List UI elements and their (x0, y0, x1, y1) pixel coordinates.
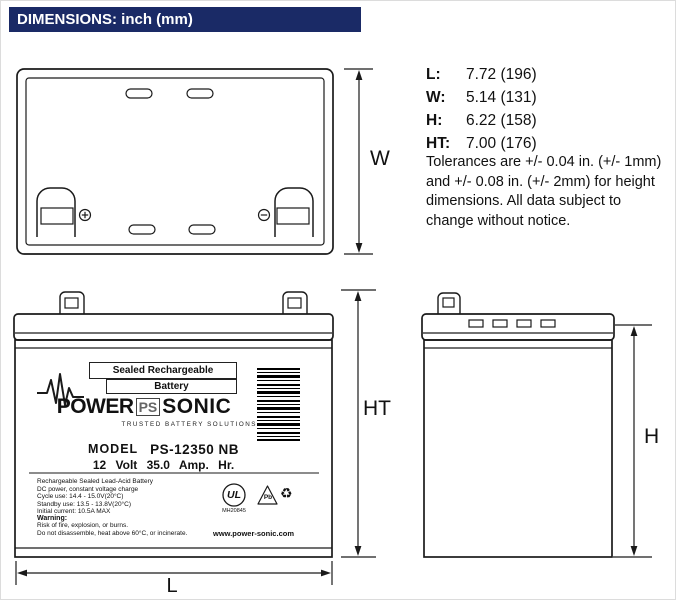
ul-mark-icon (222, 483, 246, 507)
pulse-waveform-icon (37, 373, 84, 406)
recycle-icon: ♻ (280, 485, 293, 501)
label-warning: Warning: Risk of fire, explosion, or bur… (37, 515, 187, 537)
warning-line: Do not disassemble, heat above 60°C, or … (37, 529, 188, 537)
ul-mark-text: UL (227, 489, 241, 501)
l-dimension-arrow (15, 561, 333, 585)
voltage-capacity-rating: 12 Volt 35.0 Amp. Hr. (92, 458, 235, 472)
dimension-specs: L: 7.72 (196) W: 5.14 (131) H: 6.22 (158… (426, 63, 671, 155)
barcode (257, 368, 300, 441)
w-dimension-arrow (344, 68, 373, 255)
power-sonic-logo: POWER PS SONIC (31, 394, 257, 420)
ht-dimension-arrow (341, 289, 376, 558)
fine-print-line: Cycle use: 14.4 - 15.0V(20°C) (37, 493, 124, 501)
label-fine-print: Rechargeable Sealed Lead-Acid Battery DC… (37, 478, 153, 516)
ul-file-number: MH20845 (222, 508, 246, 514)
spec-row: L: 7.72 (196) (426, 63, 671, 86)
website-url: www.power-sonic.com (213, 529, 294, 538)
fine-print-line: Rechargeable Sealed Lead-Acid Battery (37, 478, 153, 485)
tolerances-note: Tolerances are +/- 0.04 in. (+/- 1mm) an… (426, 154, 662, 229)
dimension-label-h: H (644, 425, 660, 448)
spec-row: HT: 7.00 (176) (426, 132, 671, 155)
spec-label-w: W: (426, 89, 446, 106)
pb-recycle-icon (257, 485, 278, 505)
fine-print-line: Standby use: 13.5 - 13.8V(20°C) (37, 500, 132, 508)
warning-title: Warning: (37, 515, 68, 522)
spec-value-l: 7.72 (196) (466, 66, 537, 83)
model-number: PS-12350 NB (150, 442, 239, 457)
spec-row: W: 5.14 (131) (426, 86, 671, 109)
section-title: DIMENSIONS: inch (mm) (17, 11, 193, 28)
warning-line: Risk of fire, explosion, or burns. (37, 522, 129, 530)
label-sealed-rechargeable: Sealed Rechargeable (89, 362, 237, 379)
logo-power-text: POWER (56, 395, 134, 418)
spec-row: H: 6.22 (158) (426, 109, 671, 132)
spec-value-w: 5.14 (131) (466, 89, 537, 106)
fine-print-line: DC power, constant voltage charge (37, 485, 139, 493)
spec-label-ht: HT: (426, 135, 451, 152)
logo-ps-monogram: PS (135, 398, 161, 416)
logo-tagline: TRUSTED BATTERY SOLUTIONS (121, 421, 257, 428)
model-row: MODEL PS-12350 NB (41, 442, 286, 457)
section-header: DIMENSIONS: inch (mm) (9, 7, 361, 32)
pb-symbol-text: Pb (263, 494, 273, 501)
spec-label-h: H: (426, 112, 443, 129)
spec-label-l: L: (426, 66, 441, 83)
dimension-label-w: W (370, 147, 390, 170)
spec-value-h: 6.22 (158) (466, 112, 537, 129)
fine-print-line: Initial current: 10.5A MAX (37, 508, 111, 516)
front-view-drawing (13, 291, 334, 558)
label-battery: Battery (106, 379, 237, 394)
h-dimension-arrow (613, 324, 652, 558)
dimension-label-l: L (166, 575, 178, 597)
top-view-drawing (16, 68, 334, 255)
side-view-drawing (421, 292, 615, 558)
logo-sonic-text: SONIC (162, 395, 232, 418)
dimension-label-ht: HT (363, 397, 391, 420)
spec-value-ht: 7.00 (176) (466, 135, 537, 152)
model-label: MODEL (88, 442, 139, 456)
